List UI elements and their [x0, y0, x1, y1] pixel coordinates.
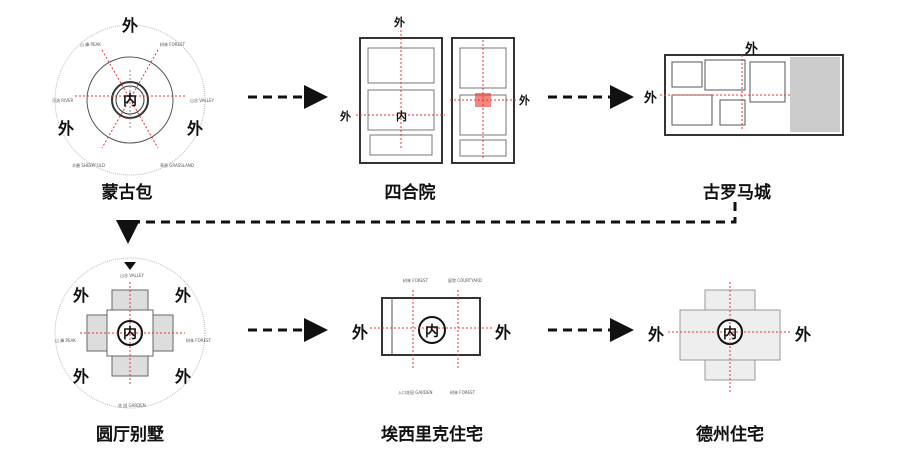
outer-label: 外 — [122, 16, 139, 35]
villa-rotonda-plan — [54, 257, 206, 409]
outer-label: 外 — [648, 325, 665, 344]
outer-label: 外 — [175, 286, 192, 305]
landscape-label: 山 峰 PEAK — [55, 338, 76, 343]
outer-label: 外 — [795, 325, 812, 344]
inner-label: 内 — [425, 324, 439, 340]
siheyuan-plan — [356, 30, 518, 164]
landscape-label: 花 园 GARDEN — [118, 403, 146, 408]
roman-city-plan — [660, 54, 844, 136]
inner-label: 内 — [723, 326, 737, 342]
landscape-label: 山 峰 PEAK — [80, 42, 101, 47]
flow-arrows — [116, 85, 737, 342]
case-title-villa-rotonda: 圆厅别墅 — [96, 425, 164, 445]
esherick-house-plan — [370, 290, 492, 370]
case-title-yurt: 蒙古包 — [101, 183, 153, 203]
inner-label: 内 — [396, 110, 407, 123]
landscape-label: 树林 FOREST — [160, 42, 186, 47]
landscape-label: 树林 FOREST — [186, 338, 212, 343]
outer-label: 外 — [58, 119, 75, 138]
outer-label: 外 — [340, 110, 351, 123]
landscape-label: 树林 FOREST — [450, 390, 476, 395]
case-title-roman-city: 古罗马城 — [703, 183, 771, 203]
landscape-label: 庭院 COURTYARD — [448, 278, 482, 283]
outer-label: 外 — [745, 42, 759, 57]
outer-label: 外 — [73, 286, 90, 305]
outer-label: 外 — [175, 367, 192, 386]
outer-label: 外 — [394, 16, 405, 29]
texas-house-plan — [668, 282, 792, 392]
outer-label: 外 — [519, 94, 530, 107]
landscape-label: 山谷 VALLEY — [190, 98, 214, 103]
yurt-plan — [54, 24, 206, 176]
landscape-label: 羊圈 SHEEPFOLD — [72, 163, 106, 168]
outer-label: 外 — [352, 323, 369, 342]
outer-label: 外 — [73, 367, 90, 386]
case-title-siheyuan: 四合院 — [384, 183, 436, 203]
outer-label: 外 — [187, 119, 204, 138]
landscape-label: 河流 RIVER — [52, 98, 74, 103]
outer-label: 外 — [495, 323, 512, 342]
case-title-texas-house: 德州住宅 — [696, 425, 764, 445]
inner-label: 内 — [123, 93, 137, 109]
case-title-esherick-house: 埃西里克住宅 — [381, 425, 483, 445]
landscape-label: 草原 GRASSLAND — [160, 163, 194, 168]
landscape-label: 入口花园 GARDEN — [398, 390, 433, 395]
inner-label: 内 — [123, 326, 137, 342]
outer-label: 外 — [644, 91, 658, 106]
landscape-label: 山谷 VALLEY — [120, 273, 144, 278]
landscape-label: 树林 FOREST — [403, 278, 429, 283]
